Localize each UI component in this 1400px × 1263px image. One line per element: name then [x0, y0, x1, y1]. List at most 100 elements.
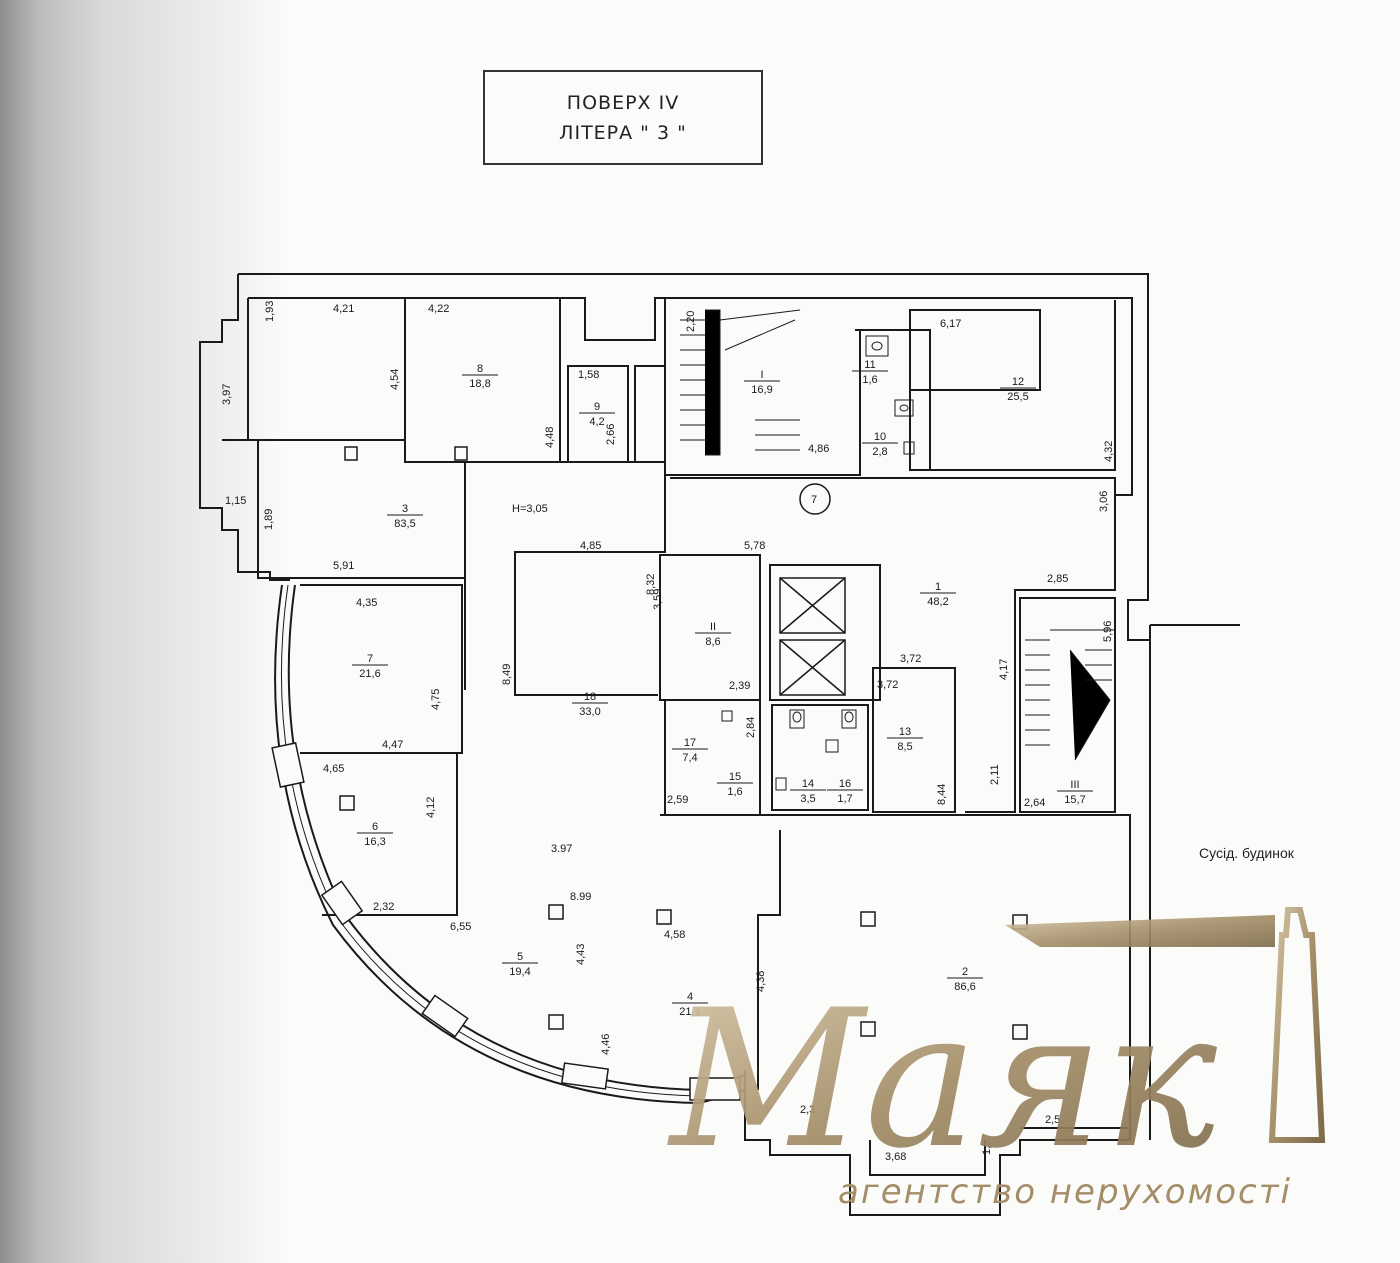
dimension-label: 2,66	[605, 424, 617, 445]
dimension-label: 5,78	[744, 540, 765, 552]
room-area: 19,4	[509, 966, 530, 978]
room-number: 10	[874, 431, 886, 443]
lighthouse-icon	[1268, 907, 1326, 1143]
room-area: 15,7	[1064, 794, 1085, 806]
dimension-label: 3,72	[900, 653, 921, 665]
lighthouse-beam	[1005, 915, 1275, 947]
dimension-label: 1,15	[225, 495, 246, 507]
dimension-label: 4,38	[755, 971, 767, 992]
dimension-label: 4,75	[430, 689, 442, 710]
dimension-label: 1,58	[578, 369, 599, 381]
dimension-label: 4,32	[1103, 441, 1115, 462]
room-area: 16,9	[751, 384, 772, 396]
room-15: 151,6	[717, 771, 753, 798]
dimension-label: 3,68	[885, 1151, 906, 1163]
dimension-label: 2,59	[667, 794, 688, 806]
room-number: 3	[402, 503, 408, 515]
room-area: 2,8	[872, 446, 887, 458]
room-14: 143,5	[790, 778, 826, 805]
dimension-labels: 4,211,933,974,544,224,481,582,662,204,86…	[221, 301, 1115, 1163]
dimension-label: 3,97	[221, 384, 233, 405]
room-area: 33,0	[579, 706, 600, 718]
dimension-label: 2,85	[1047, 573, 1068, 585]
dimension-label: 5,91	[333, 560, 354, 572]
dimension-label: 6,17	[940, 318, 961, 330]
room-11: 111,6	[852, 359, 888, 386]
stair-3	[1025, 629, 1115, 761]
room-number: 7	[367, 653, 373, 665]
room-13: 138,5	[887, 726, 923, 753]
room-9: 94,2	[579, 401, 615, 428]
dimension-label: 4,85	[580, 540, 601, 552]
dimension-label: 5,96	[1102, 621, 1114, 642]
dimension-label: 4,65	[323, 763, 344, 775]
room-3: 383,5	[387, 503, 423, 530]
room-area: 21,6	[359, 668, 380, 680]
room-number: III	[1070, 779, 1079, 791]
room-area: 1,6	[862, 374, 877, 386]
elevator-shafts	[779, 577, 846, 696]
room-4: 421,1	[672, 991, 708, 1018]
room-number: 4	[687, 991, 693, 1003]
dimension-label: 4,43	[575, 944, 587, 965]
room-number: 17	[684, 737, 696, 749]
room-number: 11	[864, 359, 875, 371]
dimension-label: 4,54	[389, 369, 401, 390]
room-number: 2	[962, 966, 968, 978]
toilet-fixtures	[721, 335, 915, 791]
room-stair-3: III 15,7	[1057, 779, 1093, 806]
floor-title-box: ПОВЕРХ IV ЛІТЕРА " 3 "	[483, 70, 763, 165]
room-area: 48,2	[927, 596, 948, 608]
room-number: 13	[899, 726, 911, 738]
section-mark-circle	[799, 483, 831, 515]
room-number: 15	[729, 771, 741, 783]
floor-label: ПОВЕРХ IV	[566, 91, 680, 114]
room-10: 102,8	[862, 431, 898, 458]
dimension-label: 3,72	[877, 679, 898, 691]
room-number: 14	[802, 778, 814, 790]
room-area: 1,6	[727, 786, 742, 798]
dimension-label: 2,32	[373, 901, 394, 913]
room-area: 21,1	[679, 1006, 700, 1018]
dimension-label: 2,3	[800, 1104, 815, 1116]
dimension-label: 8,32	[645, 574, 657, 595]
facade-piers	[271, 742, 741, 1101]
dimension-label: 2,64	[1024, 797, 1045, 809]
room-2: 286,6	[947, 966, 983, 993]
room-6: 616,3	[357, 821, 393, 848]
dimension-label: 1,89	[263, 509, 275, 530]
dimension-label: 4,47	[382, 739, 403, 751]
room-5: 519,4	[502, 951, 538, 978]
room-area: 4,2	[589, 416, 604, 428]
dimension-label: 4,48	[544, 427, 556, 448]
dimension-label: H=3,05	[512, 503, 548, 515]
room-number: 5	[517, 951, 523, 963]
room-number: 9	[594, 401, 600, 413]
neighbor-building-label: Сусід. будинок	[1199, 845, 1294, 861]
watermark-subtitle: агентство нерухомості	[838, 1172, 1292, 1212]
dimension-label: 4,46	[600, 1034, 612, 1055]
dimension-label: 4,86	[808, 443, 829, 455]
room-area: 1,7	[837, 793, 852, 805]
room-area: 7,4	[682, 752, 697, 764]
stair-1	[680, 309, 801, 456]
dimension-label: 2,39	[729, 680, 750, 692]
dimension-label: 8,49	[501, 664, 513, 685]
dimension-label: 3,59	[652, 589, 664, 610]
room-17: 177,4	[672, 737, 708, 764]
room-stair-1: I 16,9	[744, 369, 780, 396]
room-number: 1	[935, 581, 941, 593]
room-area: 25,5	[1007, 391, 1028, 403]
dimension-label: 4,22	[428, 303, 449, 315]
room-area: 8,5	[897, 741, 912, 753]
room-labels: 818,894,2I16,9111,6102,81225,5383,5148,2…	[352, 359, 1093, 1018]
room-16: 161,7	[827, 778, 863, 805]
room-number: I	[760, 369, 763, 381]
scan-shadow	[0, 0, 285, 1263]
dimension-label: 1,	[981, 1146, 993, 1155]
dimension-label: 6,55	[450, 921, 471, 933]
dimension-label: 8,44	[936, 784, 948, 805]
